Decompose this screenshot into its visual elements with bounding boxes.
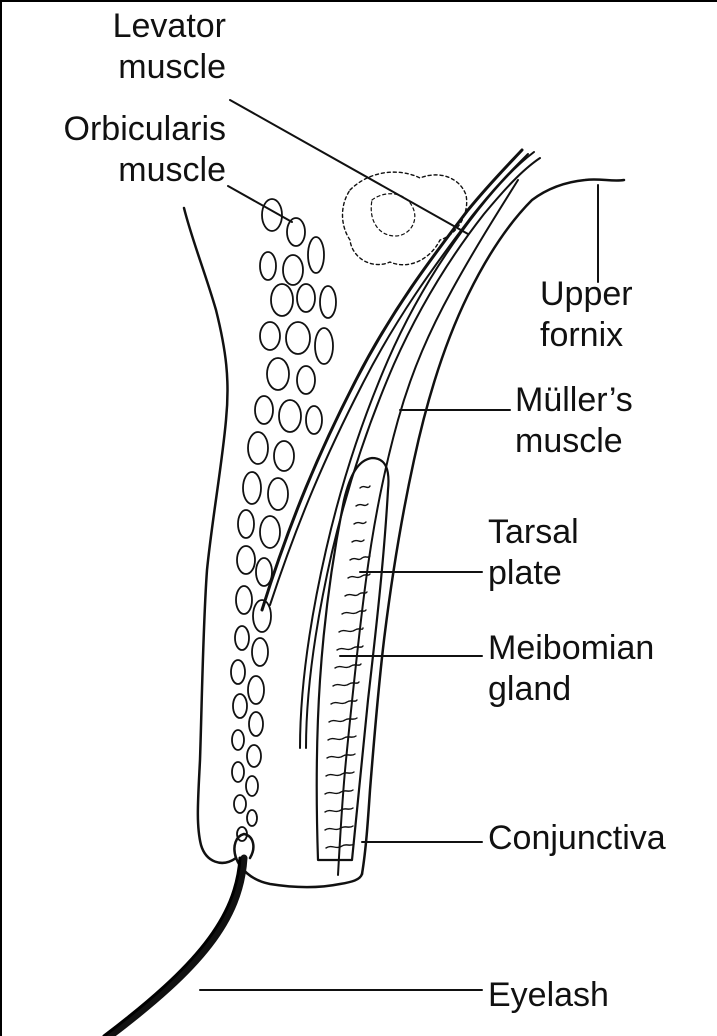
label-orbicularis-muscle: Orbicularis muscle [16,109,226,191]
label-eyelash: Eyelash [488,975,609,1016]
levator-aponeurosis-1 [262,150,522,610]
tarsal-plate [317,458,389,860]
label-fornix-line1: Upper [540,274,633,315]
label-levator-muscle: Levator muscle [82,6,226,88]
eyelash [110,858,244,1036]
label-muller-line2: muscle [515,421,633,462]
label-meibomian-line1: Meibomian [488,628,654,669]
eyelash-highlight [104,858,240,1036]
label-orbicularis-line2: muscle [16,150,226,191]
label-eyelash-text: Eyelash [488,975,609,1016]
eyelid-skin-outline [184,208,236,863]
label-conjunctiva-text: Conjunctiva [488,818,666,859]
label-orbicularis-line1: Orbicularis [16,109,226,150]
label-muller-line1: Müller’s [515,380,633,421]
label-tarsal-plate: Tarsal plate [488,512,579,594]
label-meibomian-gland: Meibomian gland [488,628,654,710]
label-fornix-line2: fornix [540,315,633,356]
meibomian-gland-squiggles [325,486,370,848]
label-levator-line1: Levator [82,6,226,47]
label-tarsal-line1: Tarsal [488,512,579,553]
lid-margin [236,858,362,887]
leader-orbicularis [228,186,292,222]
label-mullers-muscle: Müller’s muscle [515,380,633,462]
eyelash-root [234,834,253,858]
orbicularis-bundles [231,199,336,841]
label-conjunctiva: Conjunctiva [488,818,666,859]
label-meibomian-line2: gland [488,669,654,710]
leader-levator [230,100,468,234]
label-upper-fornix: Upper fornix [540,274,633,356]
label-levator-line2: muscle [82,47,226,88]
label-tarsal-line2: plate [488,553,579,594]
